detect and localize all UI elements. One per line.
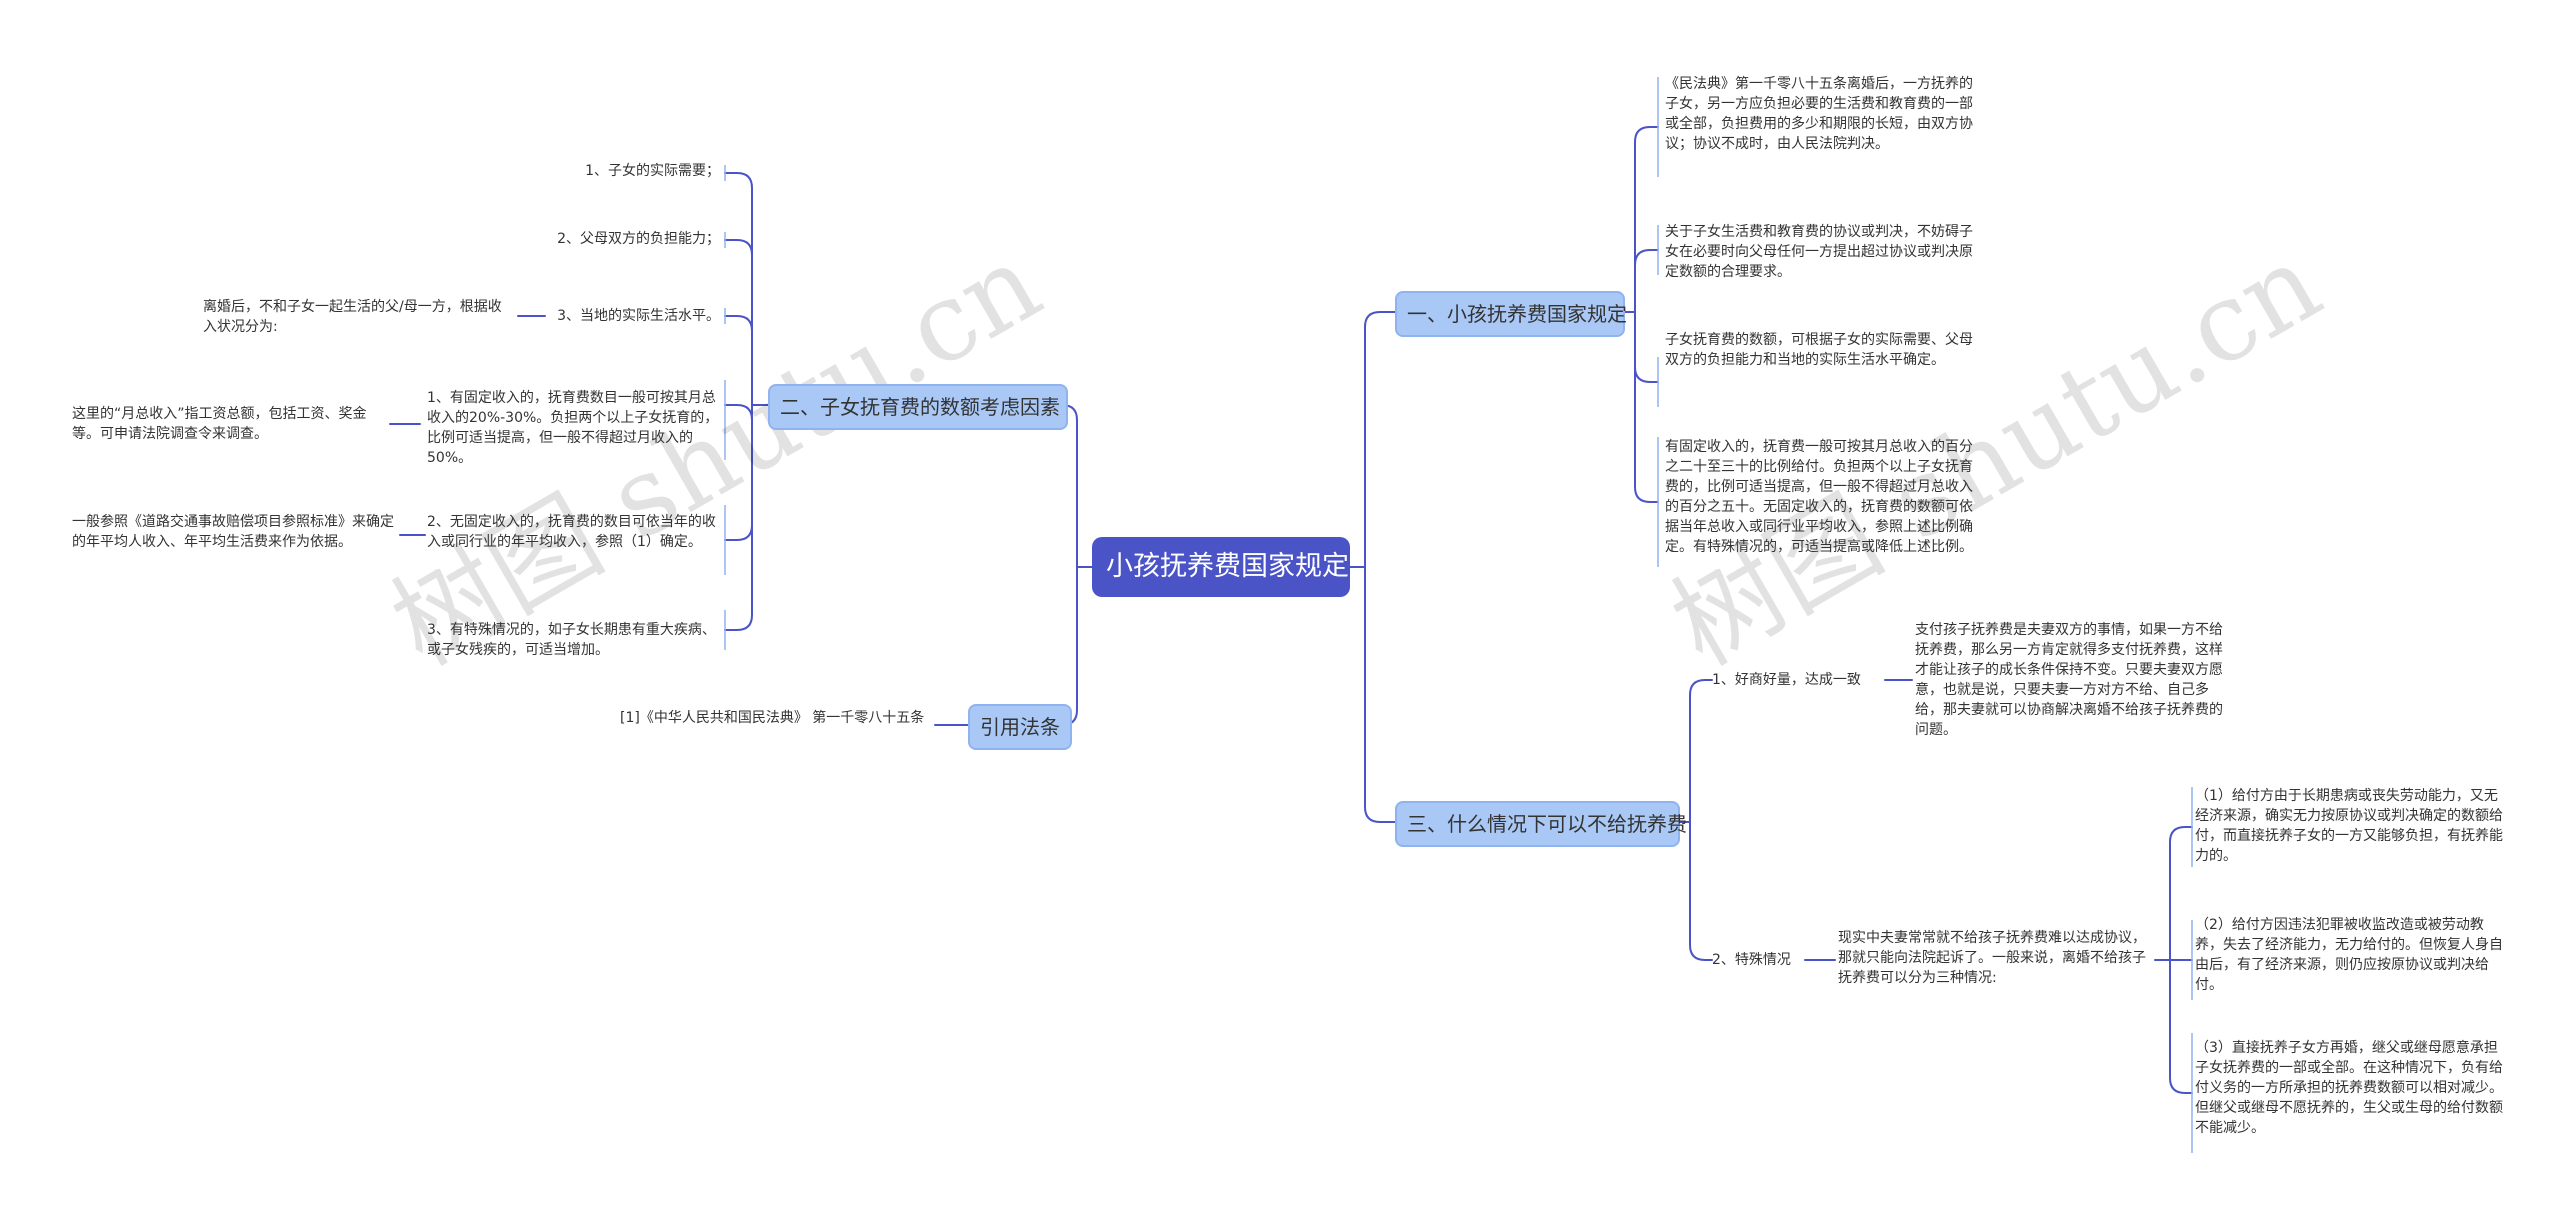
factor-item: 2、无固定收入的，抚育费的数目可依当年的收入或同行业的年平均收入，参照（1）确定… [427, 514, 716, 550]
branch-no-support-cases[interactable]: 三、什么情况下可以不给抚养费 [1395, 801, 1687, 847]
rule-item: 有固定收入的，抚育费一般可按其月总收入的百分之二十至三十的比例给付。负担两个以上… [1665, 439, 1973, 555]
rule-item: 子女抚育费的数额，可根据子女的实际需要、父母双方的负担能力和当地的实际生活水平确… [1665, 332, 1973, 368]
branch-cited-law[interactable]: 引用法条 [968, 704, 1072, 750]
case-label: 1、好商好量，达成一致 [1712, 672, 1861, 688]
factor-note: 离婚后，不和子女一起生活的父/母一方，根据收入状况分为: [203, 299, 502, 335]
branch-national-rules[interactable]: 一、小孩抚养费国家规定 [1395, 291, 1627, 337]
case-detail: 现实中夫妻常常就不给孩子抚养费难以达成协议，那就只能向法院起诉了。一般来说，离婚… [1838, 930, 2146, 986]
factor-note: 这里的“月总收入”指工资总额，包括工资、奖金等。可申请法院调查令来调查。 [72, 406, 367, 442]
factor-item: 3、有特殊情况的，如子女长期患有重大疾病、或子女残疾的，可适当增加。 [427, 622, 716, 658]
factor-note: 一般参照《道路交通事故赔偿项目参照标准》来确定的年平均人收入、年平均生活费来作为… [72, 514, 394, 550]
law-citation: [1]《中华人民共和国民法典》 第一千零八十五条 [620, 710, 925, 726]
special-case: （2）给付方因违法犯罪被收监改造或被劳动教养，失去了经济能力，无力给付的。但恢复… [2195, 917, 2503, 993]
branch-amount-factors[interactable]: 二、子女抚育费的数额考虑因素 [768, 384, 1068, 430]
special-case: （1）给付方由于长期患病或丧失劳动能力，又无经济来源，确实无力按原协议或判决确定… [2195, 788, 2503, 864]
rule-item: 关于子女生活费和教育费的协议或判决，不妨碍子女在必要时向父母任何一方提出超过协议… [1665, 224, 1973, 280]
special-case: （3）直接抚养子女方再婚，继父或继母愿意承担子女抚养费的一部或全部。在这种情况下… [2195, 1040, 2503, 1136]
case-detail: 支付孩子抚养费是夫妻双方的事情，如果一方不给抚养费，那么另一方肯定就得多支付抚养… [1915, 622, 2223, 738]
factor-item: 1、有固定收入的，抚育费数目一般可按其月总收入的20%-30%。负担两个以上子女… [427, 390, 719, 466]
rule-item: 《民法典》第一千零八十五条离婚后，一方抚养的子女，另一方应负担必要的生活费和教育… [1665, 76, 1973, 152]
case-label: 2、特殊情况 [1712, 952, 1791, 968]
factor-item: 2、父母双方的负担能力； [557, 231, 720, 247]
factor-item: 3、当地的实际生活水平。 [557, 308, 720, 324]
root-topic[interactable]: 小孩抚养费国家规定 [1092, 537, 1350, 597]
factor-item: 1、子女的实际需要； [585, 163, 720, 179]
